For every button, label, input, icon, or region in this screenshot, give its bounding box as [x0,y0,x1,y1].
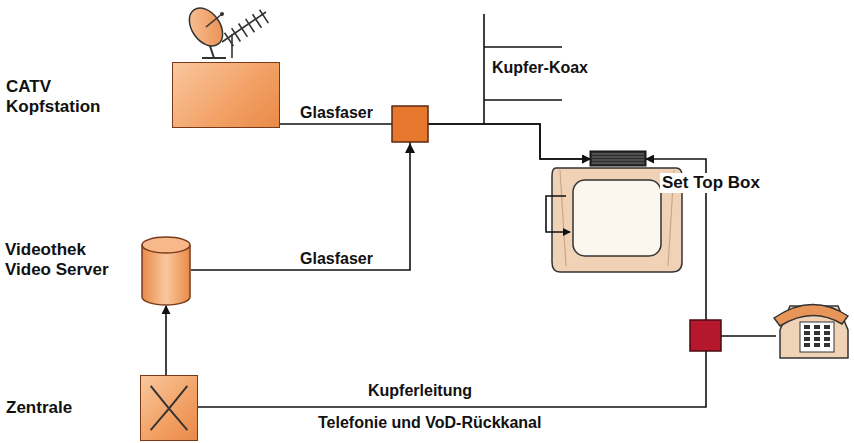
splitter-box [690,320,721,351]
video-server: Videothek Video Server [141,236,191,306]
yagi-antenna [222,10,268,58]
edge-label: Glasfaser [300,249,373,268]
edge-label: Kupferleitung [368,381,472,400]
satellite-dish [182,2,229,58]
headend-box: CATV Kopfstation [172,62,280,128]
node-label: Zentrale [6,398,116,418]
telephone [774,304,848,358]
node-outline [141,376,197,440]
node-label: CATV Kopfstation [6,77,126,117]
connector [165,306,167,375]
connector [280,124,590,159]
combiner-box [392,106,428,142]
node-outline [590,151,646,166]
set-top-box: Set Top Box [590,151,646,166]
connector [198,159,706,407]
node-label: Set Top Box [660,173,762,193]
node-outline [173,63,279,127]
phone-wire [721,335,776,337]
connector [191,124,590,270]
line-label: Kupfer-Koax [492,58,588,77]
node-label: Videothek Video Server [5,240,130,280]
node-outline [141,236,191,306]
line-label: Telefonie und VoD-Rückkanal [318,413,541,432]
edge-label: Glasfaser [300,103,373,122]
arrow-head [405,143,415,153]
exchange-box: Zentrale [140,375,198,441]
